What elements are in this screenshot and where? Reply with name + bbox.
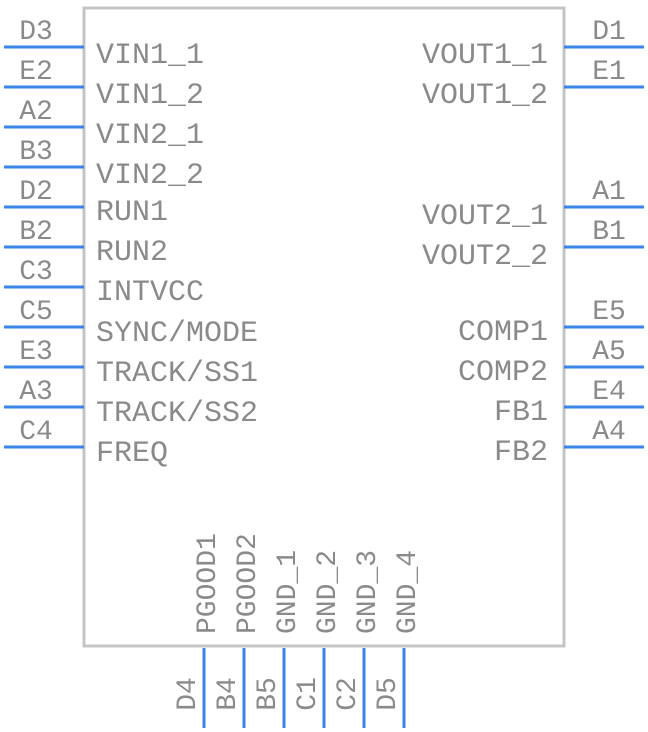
pin-name-left: TRACK/SS2	[96, 397, 258, 431]
pin-number-right: E1	[592, 57, 626, 88]
pin-number-right: D1	[592, 17, 626, 48]
pin-name-bottom: PGOOD1	[193, 533, 224, 634]
pin-number-left: C5	[19, 297, 53, 328]
pin-name-bottom: PGOOD2	[233, 533, 264, 634]
pin-name-left: VIN2_1	[96, 119, 204, 153]
pin-number-right: A4	[592, 417, 626, 448]
pin-number-bottom: B4	[213, 677, 244, 711]
pin-number-bottom: C1	[293, 677, 324, 711]
pin-number-left: E2	[19, 57, 53, 88]
pin-name-bottom: GND_4	[393, 550, 424, 634]
pin-number-bottom: B5	[253, 677, 284, 711]
pin-name-left: FREQ	[96, 437, 168, 471]
pin-name-left: SYNC/MODE	[96, 317, 258, 351]
pin-group: D3VIN1_1E2VIN1_2A2VIN2_1B3VIN2_2D2RUN1B2…	[4, 17, 644, 728]
pin-name-left: TRACK/SS1	[96, 357, 258, 391]
pin-name-right: FB2	[494, 436, 548, 470]
pin-name-right: VOUT2_1	[422, 200, 548, 234]
pin-name-left: RUN2	[96, 236, 168, 270]
pin-name-left: VIN1_1	[96, 39, 204, 73]
pin-number-left: A3	[19, 377, 53, 408]
pin-name-bottom: GND_2	[313, 550, 344, 634]
pin-name-right: VOUT2_2	[422, 240, 548, 274]
pin-number-left: D2	[19, 177, 53, 208]
pin-name-left: INTVCC	[96, 276, 204, 310]
pin-name-right: COMP2	[458, 356, 548, 390]
pin-number-right: A1	[592, 177, 626, 208]
pin-number-right: E4	[592, 377, 626, 408]
pin-number-bottom: C2	[333, 677, 364, 711]
pin-name-right: COMP1	[458, 316, 548, 350]
pin-name-left: VIN2_2	[96, 159, 204, 193]
pin-number-right: B1	[592, 217, 626, 248]
pin-number-bottom: D5	[373, 677, 404, 711]
pin-number-right: E5	[592, 297, 626, 328]
pin-number-right: A5	[592, 337, 626, 368]
pin-number-bottom: D4	[173, 677, 204, 711]
pin-name-bottom: GND_1	[273, 550, 304, 634]
pin-number-left: D3	[19, 17, 53, 48]
pin-name-right: VOUT1_1	[422, 39, 548, 73]
pin-name-left: VIN1_2	[96, 79, 204, 113]
pin-name-right: VOUT1_2	[422, 79, 548, 113]
pin-name-left: RUN1	[96, 196, 168, 230]
pin-number-left: C4	[19, 417, 53, 448]
pin-number-left: A2	[19, 97, 53, 128]
pin-number-left: E3	[19, 337, 53, 368]
pin-number-left: B2	[19, 217, 53, 248]
pin-number-left: B3	[19, 137, 53, 168]
pin-name-bottom: GND_3	[353, 550, 384, 634]
pin-name-right: FB1	[494, 396, 548, 430]
pin-number-left: C3	[19, 257, 53, 288]
